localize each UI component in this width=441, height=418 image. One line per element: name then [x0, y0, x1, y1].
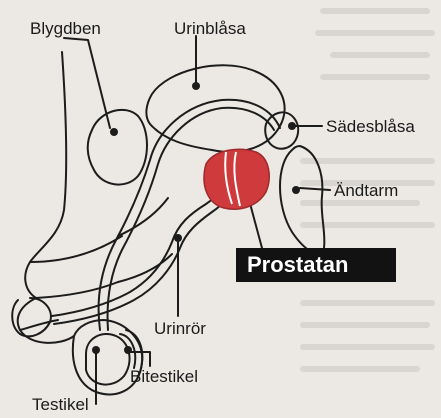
- dot-sadesblasa: [288, 122, 296, 130]
- label-sadesblasa: Sädesblåsa: [326, 118, 415, 136]
- body-outline: [18, 52, 74, 343]
- label-blygdben: Blygdben: [30, 20, 101, 38]
- leader-blygdben: [64, 38, 110, 128]
- urethra: [52, 172, 230, 316]
- leader-andtarm: [300, 188, 330, 190]
- dot-urinror: [174, 234, 182, 242]
- pubic-bone: [88, 110, 147, 185]
- seminal-vesicle: [265, 112, 298, 148]
- label-testikel: Testikel: [32, 396, 89, 414]
- dot-bitestikel: [124, 346, 132, 354]
- prostate: [204, 149, 269, 209]
- label-bitestikel: Bitestikel: [130, 368, 198, 386]
- label-urinror: Urinrör: [154, 320, 206, 338]
- label-prostatan: Prostatan: [236, 248, 396, 282]
- rectum-outline: [280, 146, 324, 254]
- dot-urinblasa: [192, 82, 200, 90]
- testicle-outline: [86, 334, 130, 385]
- vas-deferens-inner: [108, 108, 274, 330]
- label-urinblasa: Urinblåsa: [174, 20, 246, 38]
- dot-andtarm: [292, 186, 300, 194]
- dot-blygdben: [110, 128, 118, 136]
- leader-bitestikel: [130, 352, 150, 366]
- label-andtarm: Ändtarm: [334, 182, 398, 200]
- dot-testikel: [92, 346, 100, 354]
